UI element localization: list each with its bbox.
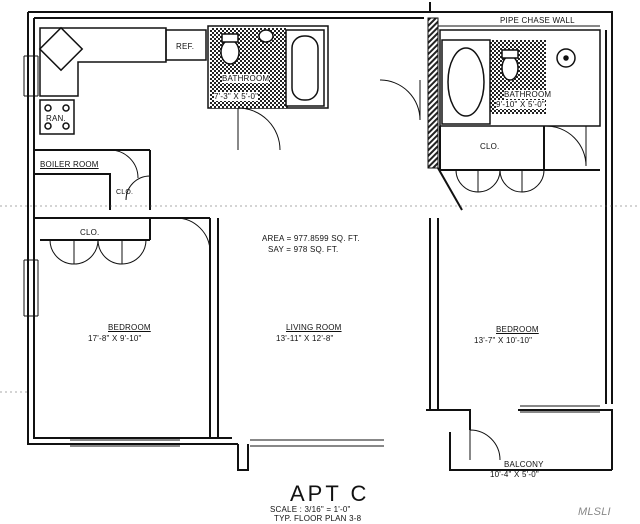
grid-lines bbox=[0, 205, 640, 393]
closet-door-swing bbox=[455, 169, 545, 193]
living-room-dim: 13'-11" X 12'-8" bbox=[276, 334, 334, 343]
bedroom-1-name: BEDROOM bbox=[108, 323, 151, 332]
door-swing bbox=[237, 107, 281, 151]
bathroom-1-dim: 7'-3" X 5'-0" bbox=[214, 92, 259, 101]
closet-door-swing bbox=[49, 239, 147, 265]
bathroom-2-dim: 9'-10" X 5'-0" bbox=[496, 100, 545, 109]
pipe-chase-wall bbox=[427, 17, 439, 169]
bedroom-2-name: BEDROOM bbox=[496, 325, 539, 334]
outer-walls bbox=[27, 2, 613, 445]
bathroom-2-name: BATHROOM bbox=[504, 90, 552, 99]
kitchen-counter bbox=[38, 26, 207, 97]
plan-reference-label: TYP. FLOOR PLAN 3-8 bbox=[274, 514, 362, 523]
balcony-name: BALCONY bbox=[504, 460, 544, 469]
living-room-name: LIVING ROOM bbox=[286, 323, 342, 332]
boiler-room-walls bbox=[34, 149, 151, 210]
left-closet-label: CLO. bbox=[80, 228, 100, 237]
bedroom-1-walls bbox=[150, 217, 219, 438]
door-swing bbox=[109, 149, 139, 179]
balcony-dim: 10'-4" X 5'-0" bbox=[490, 470, 539, 479]
windows bbox=[23, 55, 600, 447]
small-closet-label: CLO. bbox=[116, 189, 134, 196]
ref-label: REF. bbox=[176, 42, 195, 51]
pipe-chase-wall-label: PIPE CHASE WALL bbox=[500, 16, 575, 25]
left-closet-walls bbox=[34, 217, 151, 241]
watermark-text: MLSLI bbox=[578, 506, 611, 518]
ran-label: RAN. bbox=[46, 114, 66, 123]
balcony-door-swing bbox=[469, 429, 501, 461]
say-label: SAY = 978 SQ. FT. bbox=[268, 245, 339, 254]
boiler-room-label: BOILER ROOM bbox=[40, 160, 99, 169]
door-swing bbox=[125, 175, 151, 201]
range-stove bbox=[39, 99, 75, 135]
door-swing bbox=[545, 125, 587, 167]
bedroom-1-dim: 17'-8" X 9'-10" bbox=[88, 334, 142, 343]
scale-label: SCALE : 3/16" = 1'-0" bbox=[270, 505, 351, 514]
bedroom-2-walls bbox=[429, 126, 600, 410]
door-swing bbox=[175, 217, 211, 253]
area-label: AREA = 977.8599 SQ. FT. bbox=[262, 234, 360, 243]
bedroom-2-dim: 13'-7" X 10'-10" bbox=[474, 336, 533, 345]
right-closet-label: CLO. bbox=[480, 142, 500, 151]
balcony bbox=[237, 409, 613, 471]
bathroom-1-name: BATHROOM bbox=[222, 74, 270, 83]
plan-title: APT C bbox=[290, 481, 370, 506]
bathroom-2 bbox=[439, 29, 601, 127]
door-swing bbox=[379, 79, 421, 121]
